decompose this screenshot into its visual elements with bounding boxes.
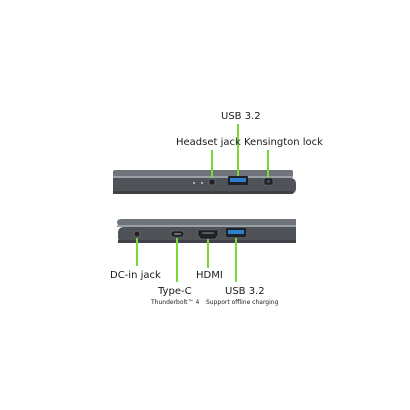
lid-seam-top [113,176,293,178]
type-c-port-tongue [174,233,181,235]
laptop-side-bottom [117,219,296,243]
base-top [113,178,296,194]
usb-port-top-insert [230,178,246,182]
label-hdmi: HDMI [196,270,223,281]
hdmi-port [197,229,219,240]
kensington-lock-slot [267,180,270,183]
laptop-side-top [113,170,296,194]
lid-bottom [117,219,296,226]
label-headset-jack: Headset jack [176,137,241,148]
label-dc-in-jack: DC-in jack [110,270,161,281]
label-usb-bottom: USB 3.2 [225,286,265,297]
lid-seam-bottom [117,225,296,227]
hdmi-port-contacts [202,232,214,234]
label-type-c: Type-C [158,286,192,297]
label-usb-bottom-sub: Support offline charging [206,299,279,306]
label-kensington-lock: Kensington lock [244,137,323,148]
led-indicator-1 [193,182,195,184]
base-shadow-top [113,191,293,194]
usb-port-bottom-insert [228,230,244,234]
label-type-c-sub: Thunderbolt™ 4 [151,299,200,306]
led-indicator-2 [201,182,203,184]
headset-jack-port [208,178,216,186]
dc-in-jack-port [133,230,141,238]
lid-top [113,170,293,177]
label-usb-top: USB 3.2 [221,111,261,122]
